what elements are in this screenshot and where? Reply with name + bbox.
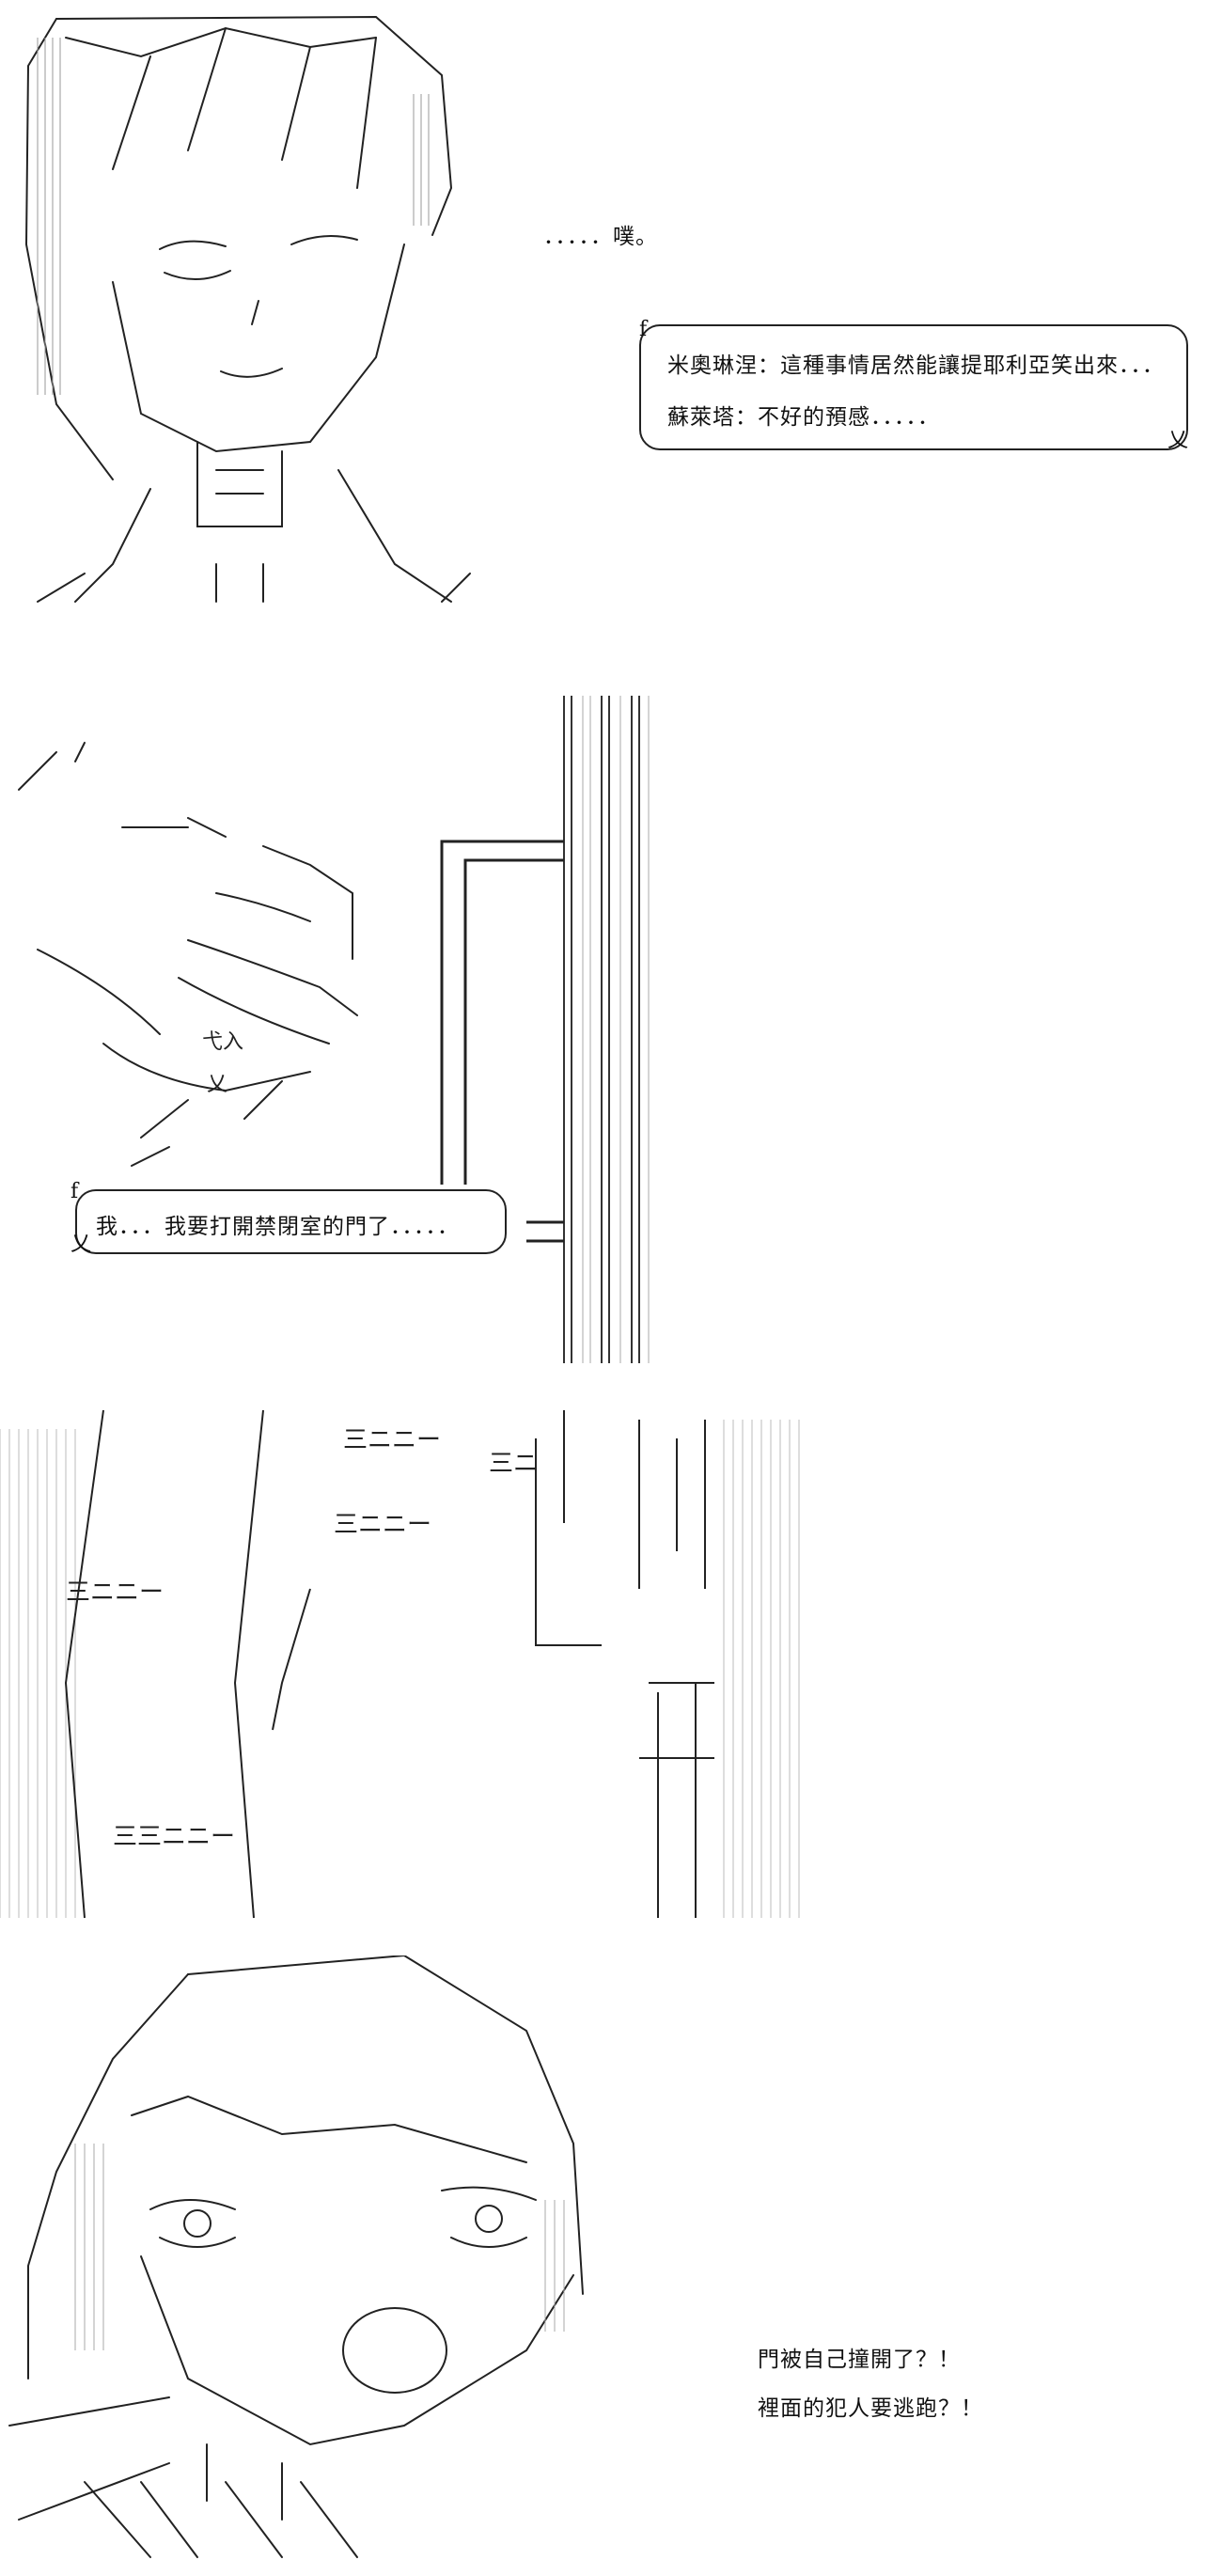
- bubble-corner-mark: 乂: [70, 1233, 92, 1256]
- door-burst-illustration: 三ニニー 三ニ 三ニニー 三ニニー 三三ニニー: [0, 1409, 800, 1919]
- dialogue-line: 我．．．我要打開禁閉室的門了．．．．．: [96, 1215, 460, 1239]
- dialogue-bubble: 米奧琳涅：這種事情居然能讓提耶利亞笑出來．．． 蘇萊塔：不好的預感．．．．．: [639, 324, 1188, 450]
- panel-1-girl-laughing: ．．．．．噗。 米奧琳涅：這種事情居然能讓提耶利亞笑出來．．． 蘇萊塔：不好的預…: [0, 0, 1222, 620]
- bubble-corner-mark: f: [639, 318, 648, 341]
- door-and-hand-illustration: 弋入 乂: [18, 696, 650, 1363]
- surprised-girl-illustration: [8, 1956, 584, 2558]
- dialogue-bubble: 我．．．我要打開禁閉室的門了．．．．．: [75, 1189, 507, 1254]
- effect-text-4: 三ニニー: [66, 1579, 164, 1607]
- effect-text-2: 三ニ: [489, 1450, 538, 1478]
- sound-effect-text: ．．．．．噗。: [543, 225, 658, 249]
- thought-line-2: 裡面的犯人要逃跑？！: [758, 2396, 983, 2421]
- bubble-corner-mark: 乂: [1167, 429, 1189, 452]
- panel-2-door: 弋入 乂 我．．．我要打開禁閉室的門了．．．．． f 乂: [0, 677, 1222, 1373]
- thought-line-1: 門被自己撞開了？！: [758, 2348, 961, 2372]
- bubble-corner-mark: f: [70, 1180, 79, 1203]
- hand-mark-2: 乂: [207, 1073, 227, 1096]
- panel-4-surprised-girl: 門被自己撞開了？！ 裡面的犯人要逃跑？！: [0, 1956, 1222, 2567]
- dialogue-line-2: 蘇萊塔：不好的預感．．．．．: [667, 405, 940, 430]
- hand-mark-1: 弋入: [202, 1030, 243, 1054]
- effect-text-5: 三三ニニー: [113, 1823, 235, 1851]
- dialogue-line-1: 米奧琳涅：這種事情居然能讓提耶利亞笑出來．．．: [667, 353, 1165, 378]
- girl-face-illustration: [24, 15, 471, 603]
- effect-text-1: 三ニニー: [343, 1426, 441, 1454]
- effect-text-3: 三ニニー: [334, 1511, 431, 1539]
- panel-3-door-burst: 三ニニー 三ニ 三ニニー 三ニニー 三三ニニー: [0, 1401, 1222, 1927]
